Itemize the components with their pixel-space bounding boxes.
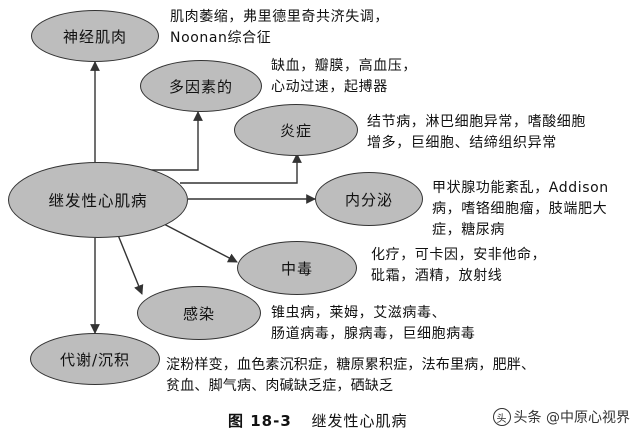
- arrow-toxic: [159, 221, 238, 263]
- node-neuromuscular: 神经肌肉: [31, 10, 159, 62]
- node-infection: 感染: [137, 286, 261, 340]
- arrow-infection: [117, 234, 144, 295]
- node-secondary-cardiomyopathy: 继发性心肌病: [8, 162, 188, 238]
- figure-caption: 图 18-3 继发性心肌病: [228, 410, 408, 431]
- node-multifactorial: 多因素的: [140, 60, 262, 112]
- node-metabolic: 代谢/沉积: [30, 333, 160, 385]
- desc-endocrine: 甲状腺功能紊乱，Addison 病，嗜铬细胞瘤，肢端肥大 症，糖尿病: [432, 180, 609, 238]
- desc-toxic: 化疗，可卡因，安非他命， 砒霜，酒精，放射线: [371, 247, 547, 284]
- node-inflammation: 炎症: [234, 104, 358, 156]
- arrow-multifactorial: [150, 111, 203, 171]
- node-endocrine: 内分泌: [315, 172, 423, 226]
- watermark-text: 头条 @中原心视界: [513, 410, 630, 426]
- figure-number: 图 18-3: [228, 412, 292, 430]
- watermark: 头 头条 @中原心视界: [492, 407, 630, 427]
- desc-multifactorial: 缺血，瓣膜，高血压， 心动过速，起搏器: [271, 58, 417, 95]
- desc-neuromuscular: 肌肉萎缩，弗里德里奇共济失调， Noonan综合征: [170, 9, 389, 46]
- arrow-inflammation: [180, 153, 302, 184]
- desc-metabolic: 淀粉样变，血色素沉积症，糖原累积症，法布里病，肥胖、 贫血、脚气病、肉碱缺乏症，…: [166, 357, 536, 394]
- desc-inflammation: 结节病，淋巴细胞异常，嗜酸细胞 增多，巨细胞、结缔组织异常: [367, 114, 586, 151]
- watermark-logo-icon: 头: [492, 408, 511, 426]
- desc-infection: 锥虫病，莱姆，艾滋病毒、 肠道病毒，腺病毒，巨细胞病毒: [271, 305, 476, 342]
- figure-title: 继发性心肌病: [311, 412, 408, 430]
- node-toxic: 中毒: [237, 241, 357, 295]
